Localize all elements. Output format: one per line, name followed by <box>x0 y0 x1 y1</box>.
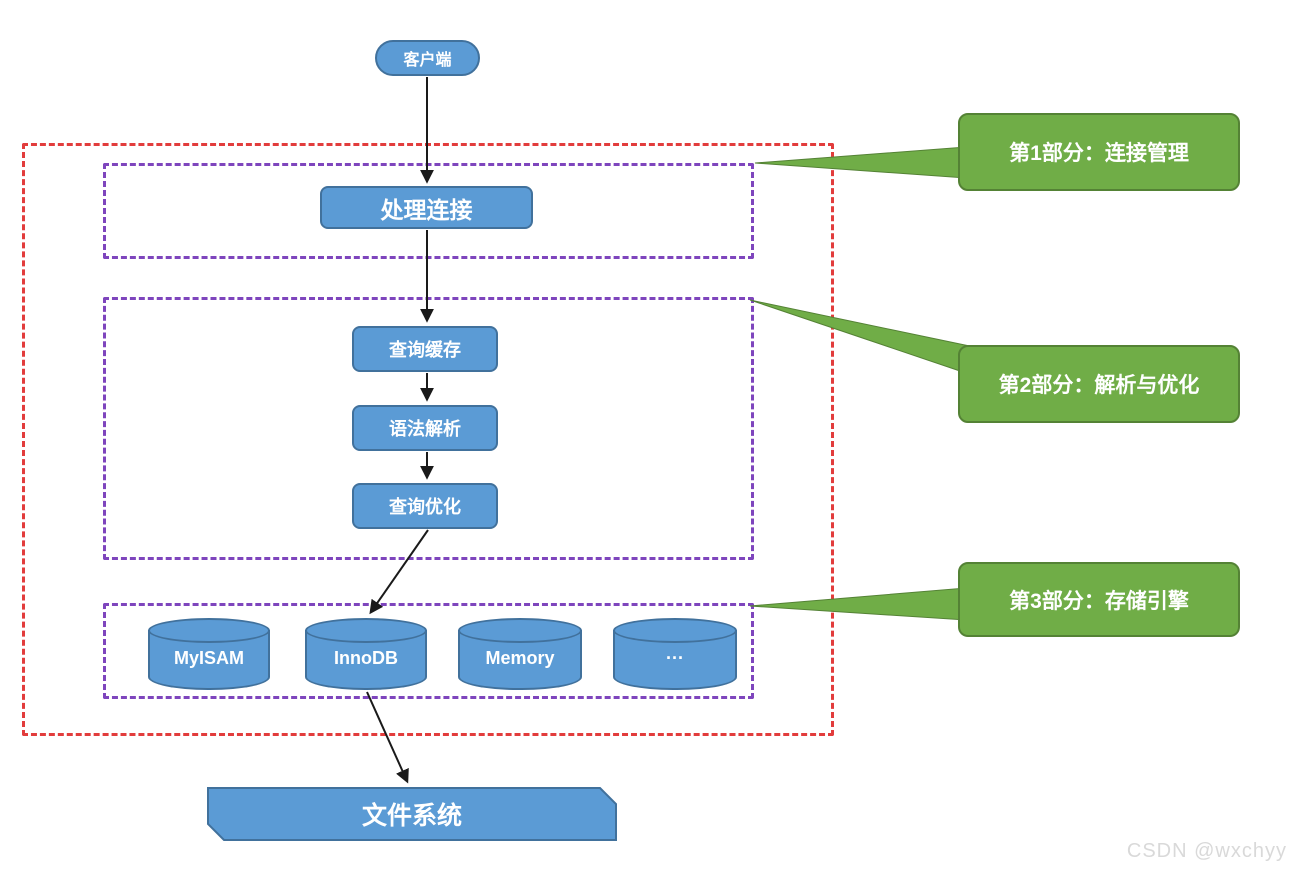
cylinder-top <box>458 618 582 643</box>
cylinder-top <box>613 618 737 643</box>
cylinder-top <box>305 618 427 643</box>
cylinder-myisam: MyISAM <box>148 618 270 690</box>
cylinder-innodb: InnoDB <box>305 618 427 690</box>
cylinder-label: Memory <box>485 648 555 668</box>
callout-part3-storage-engine: 第3部分：存储引擎 <box>958 562 1240 637</box>
cylinder-body <box>305 630 427 690</box>
section-frame-parse-optimize <box>103 297 754 560</box>
callout-pointer-3 <box>749 587 967 621</box>
cylinder-label: InnoDB <box>334 648 398 668</box>
node-client: 客户端 <box>375 40 480 76</box>
cylinder-label: MyISAM <box>173 648 244 668</box>
file-system-shape <box>207 787 617 841</box>
node-syntax-parse: 语法解析 <box>352 405 498 451</box>
cylinder-body <box>148 630 270 690</box>
cylinder-memory: Memory <box>458 618 582 690</box>
callout-pointer-1 <box>754 146 967 179</box>
callout-pointer-2 <box>749 299 980 372</box>
node-handle-connection: 处理连接 <box>320 186 533 229</box>
node-file-system: 文件系统 <box>207 787 617 841</box>
callout-part1-connection-management: 第1部分：连接管理 <box>958 113 1240 191</box>
callout-label: 第1部分：连接管理 <box>1009 142 1189 165</box>
section-frame-storage-engine <box>103 603 754 699</box>
node-query-cache: 查询缓存 <box>352 326 498 372</box>
callout-part2-parse-optimize: 第2部分：解析与优化 <box>958 345 1240 423</box>
cylinder-label: ··· <box>666 648 684 668</box>
callout-label: 第3部分：存储引擎 <box>1009 589 1189 613</box>
arrow-optimize-to-engine <box>369 529 429 615</box>
watermark: CSDN @wxchyy <box>1126 840 1287 862</box>
file-system-label: 文件系统 <box>361 802 462 830</box>
arrow-engine-to-filesystem <box>366 691 409 784</box>
section-frame-connection <box>103 163 754 259</box>
node-query-optimize: 查询优化 <box>352 483 498 529</box>
callout-label: 第2部分：解析与优化 <box>998 374 1200 397</box>
cylinder-top <box>148 618 270 643</box>
cylinder-other-engines: ··· <box>613 618 737 690</box>
